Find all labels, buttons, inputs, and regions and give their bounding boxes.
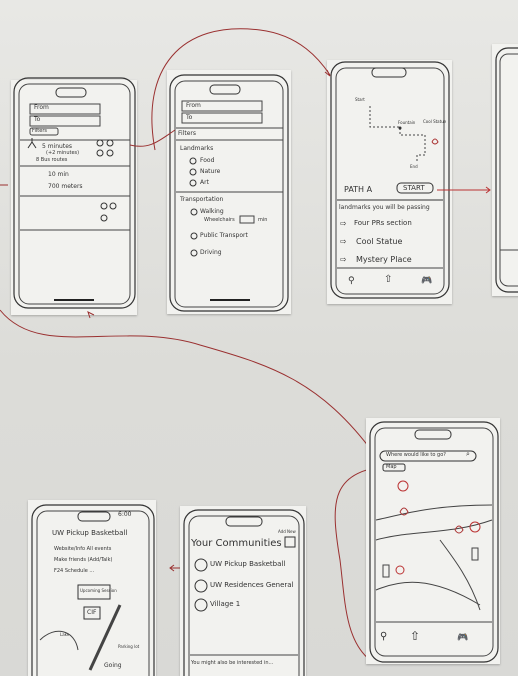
p7-lake-label: Lake: [60, 632, 70, 637]
p2-nature-option[interactable]: Nature: [200, 168, 221, 175]
p7-time: 6:00: [118, 511, 132, 518]
p3-fountain-marker: Fountain: [398, 120, 416, 125]
p6-community-3[interactable]: Village 1: [210, 600, 241, 608]
p3-landmark-item-1[interactable]: Four PRs section: [354, 219, 412, 227]
p2-to-field[interactable]: To: [186, 114, 193, 121]
sketch-sheet-1: [11, 80, 137, 315]
p3-end-marker: End: [410, 164, 418, 169]
p3-game-icon[interactable]: 🎮: [421, 276, 433, 286]
p6-community-1[interactable]: UW Pickup Basketball: [210, 560, 286, 568]
sketch-sheet-6: [180, 506, 306, 676]
p1-route1-extra: (+2 minutes): [46, 150, 80, 156]
sketch-sheet-5: [366, 418, 500, 664]
p5-pin-icon[interactable]: ⚲: [380, 631, 388, 642]
p1-route1-time: 5 minutes: [42, 143, 73, 150]
p7-going-button[interactable]: Going: [104, 662, 122, 669]
p3-start-marker: Start: [355, 97, 365, 102]
p3-landmarks-line: landmarks you will be passing: [339, 204, 430, 211]
p7-parking-label: Parking lot: [118, 644, 140, 649]
p6-footer-suggestion: You might also be interested in...: [191, 660, 274, 666]
p7-title: UW Pickup Basketball: [52, 529, 128, 537]
p2-transportation-heading: Transportation: [180, 196, 224, 203]
p2-art-option[interactable]: Art: [200, 179, 209, 186]
p3-arrow-icon-1: ⇨: [340, 219, 347, 228]
p2-filters-heading: Filters: [178, 130, 196, 137]
p3-start-button[interactable]: START: [403, 184, 425, 192]
p2-driving-option[interactable]: Driving: [200, 249, 222, 256]
p2-wheelchair-option[interactable]: Wheelchairs: [204, 217, 235, 223]
p5-map-toggle[interactable]: Map: [386, 464, 397, 470]
p1-route1-bus: 8 Bus routes: [36, 157, 68, 163]
p6-title: Your Communities: [191, 538, 282, 549]
sketch-sheet-3: [327, 60, 452, 304]
p7-website-line[interactable]: Website/Info All events: [54, 546, 112, 552]
p6-add-new-button[interactable]: Add New: [278, 529, 296, 534]
p7-friends-line[interactable]: Make friends (Add/Talk): [54, 557, 113, 563]
p7-upcoming-session[interactable]: Upcoming Session: [80, 588, 117, 593]
sketch-sheet-7: [28, 500, 156, 676]
p3-cool-statue-marker: Cool Statue: [423, 119, 447, 124]
p5-home-icon[interactable]: ⇧: [410, 629, 421, 643]
p6-community-2[interactable]: UW Residences General: [210, 581, 294, 589]
p3-arrow-icon-2: ⇨: [340, 237, 347, 246]
p3-path-label: PATH A: [344, 185, 373, 194]
p7-schedule-line[interactable]: F24 Schedule ...: [54, 568, 95, 574]
p2-landmarks-heading: Landmarks: [180, 145, 214, 152]
p5-search-input[interactable]: Where would like to go?: [386, 452, 446, 458]
p1-from-field[interactable]: From: [34, 104, 49, 111]
p5-game-icon[interactable]: 🎮: [457, 633, 469, 643]
p3-home-icon[interactable]: ⇧: [384, 274, 393, 285]
p2-walking-option[interactable]: Walking: [200, 208, 224, 215]
p3-landmark-item-2[interactable]: Cool Statue: [356, 237, 403, 246]
p5-search-icon[interactable]: ⌕: [466, 450, 470, 458]
p2-min-label: min: [258, 217, 268, 223]
p1-filters-button[interactable]: Filters: [32, 128, 47, 134]
p3-arrow-icon-3: ⇨: [340, 255, 347, 264]
p1-route3: 700 meters: [48, 183, 83, 190]
p2-food-option[interactable]: Food: [200, 157, 215, 164]
p1-to-field[interactable]: To: [34, 116, 41, 123]
p2-public-transport-option[interactable]: Public Transport: [200, 232, 248, 239]
p2-from-field[interactable]: From: [186, 102, 201, 109]
p3-landmark-item-3[interactable]: Mystery Place: [356, 255, 412, 264]
p1-route2: 10 min: [48, 171, 69, 178]
p3-pin-icon[interactable]: ⚲: [348, 276, 355, 286]
p7-cif-label: CIF: [87, 609, 97, 616]
